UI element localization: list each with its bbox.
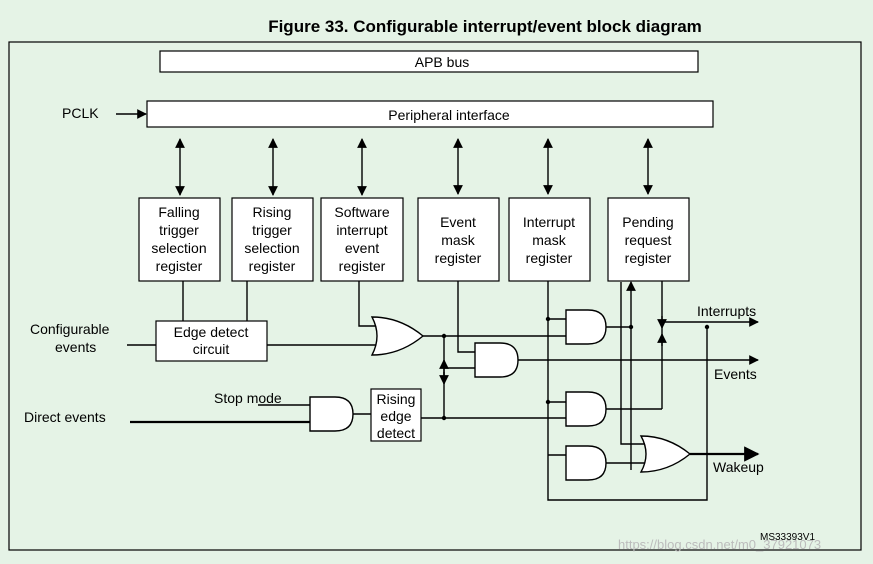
rising-line-3: selection — [244, 240, 299, 256]
wakeup-feedback-wire — [547, 327, 708, 501]
and-gate-direct-interrupt — [565, 391, 607, 427]
software-interrupt-event-register — [320, 197, 404, 282]
interrupt-mask-line-2: mask — [532, 232, 566, 248]
rising-line-2: trigger — [252, 222, 292, 238]
watermark: https://blog.csdn.net/m0_37921073 — [618, 537, 821, 552]
rising-edge-line-1: Rising — [377, 391, 416, 407]
apb-bus-label: APB bus — [415, 54, 469, 70]
or-gate-events — [370, 316, 425, 356]
diagram-frame — [8, 41, 862, 551]
pclk-label: PCLK — [62, 105, 99, 121]
falling-trigger-register — [138, 197, 221, 282]
peripheral-interface-label: Peripheral interface — [388, 107, 510, 123]
stop-mode-label: Stop mode — [214, 390, 282, 406]
event-mask-line-3: register — [435, 250, 482, 266]
event-mask-register — [417, 197, 500, 282]
pending-request-register — [607, 197, 690, 282]
software-to-or-wire — [358, 281, 376, 327]
figure-title: Figure 33. Configurable interrupt/event … — [268, 17, 702, 36]
software-line-2: interrupt — [336, 222, 387, 238]
figure-id: MS33393V1 — [760, 532, 815, 543]
interrupt-mask-line-3: register — [526, 250, 573, 266]
edge-detect-line-2: circuit — [193, 341, 230, 357]
rising-edge-line-2: edge — [380, 408, 411, 424]
falling-line-4: register — [156, 258, 203, 274]
events-label: Events — [714, 366, 757, 382]
or-gate-wakeup — [639, 435, 692, 473]
wakeup-label: Wakeup — [713, 459, 764, 475]
direct-events-label: Direct events — [24, 409, 106, 425]
apb-bus-box — [159, 50, 699, 73]
rising-line-4: register — [249, 258, 296, 274]
software-line-3: event — [345, 240, 379, 256]
junction-6 — [704, 324, 710, 330]
edge-detect-circuit — [155, 320, 268, 362]
pending-line-1: Pending — [622, 214, 673, 230]
rising-line-1: Rising — [253, 204, 292, 220]
configurable-events-label-2: events — [55, 339, 96, 355]
interrupts-label: Interrupts — [697, 303, 756, 319]
rising-edge-line-3: detect — [377, 425, 415, 441]
configurable-events-label-1: Configurable — [30, 321, 110, 337]
peripheral-interface-box — [146, 100, 714, 128]
event-mask-line-1: Event — [440, 214, 476, 230]
and-gate-wakeup — [565, 445, 607, 481]
pending-to-or-wire — [620, 282, 645, 445]
interrupt-mask-register — [508, 197, 591, 282]
rising-trigger-register — [231, 197, 314, 282]
edge-detect-line-1: Edge detect — [174, 324, 249, 340]
pending-line-2: request — [625, 232, 672, 248]
pending-line-3: register — [625, 250, 672, 266]
falling-line-2: trigger — [159, 222, 199, 238]
and-gate-events — [474, 342, 519, 378]
and-gate-direct — [309, 396, 354, 432]
and-gate-interrupts — [565, 309, 607, 345]
event-mask-to-and-wire — [457, 281, 475, 353]
event-mask-line-2: mask — [441, 232, 475, 248]
rising-edge-detect — [370, 388, 422, 442]
falling-line-1: Falling — [158, 204, 199, 220]
falling-line-3: selection — [151, 240, 206, 256]
software-line-1: Software — [334, 204, 389, 220]
software-line-4: register — [339, 258, 386, 274]
interrupt-mask-line-1: Interrupt — [523, 214, 575, 230]
